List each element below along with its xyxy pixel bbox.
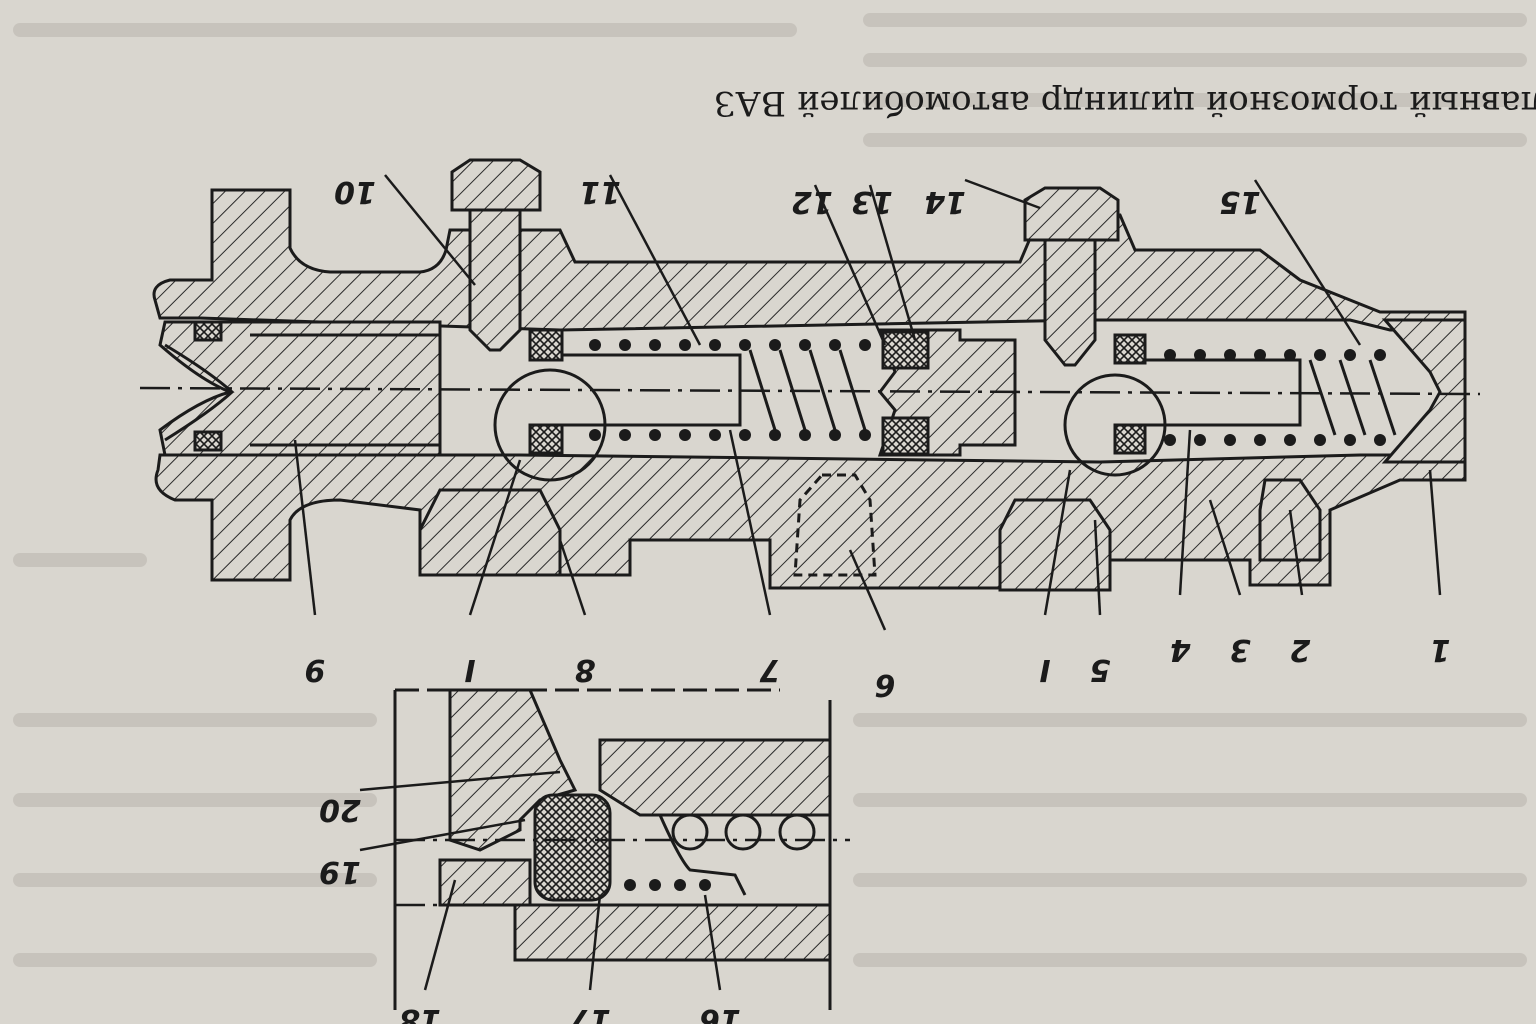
label-3: 3 [1230, 632, 1251, 667]
label-detail-I-right: I [1039, 652, 1050, 687]
label-7: 7 [759, 652, 780, 687]
label-2: 2 [1290, 632, 1311, 667]
label-9: 9 [305, 652, 326, 687]
label-18: 18 [399, 1002, 441, 1024]
detail-view [393, 688, 850, 1010]
label-13: 13 [851, 184, 893, 219]
springs [528, 328, 1397, 455]
label-19: 19 [319, 854, 361, 889]
label-15: 15 [1219, 184, 1261, 219]
label-detail-I-left: I [464, 652, 475, 687]
label-8: 8 [575, 652, 596, 687]
background-text [13, 13, 1527, 967]
label-16: 16 [699, 1002, 741, 1024]
spring-front [589, 339, 871, 441]
label-12: 12 [791, 184, 833, 219]
label-20: 20 [319, 792, 361, 827]
cylinder-body [139, 158, 1481, 592]
spring-rear [1164, 349, 1397, 446]
label-6: 6 [875, 667, 896, 702]
label-5: 5 [1090, 652, 1111, 687]
label-4: 4 [1170, 632, 1192, 667]
label-17: 17 [569, 1002, 611, 1024]
label-1: 1 [1430, 632, 1451, 667]
leader-lines [293, 174, 1442, 991]
label-11: 11 [579, 174, 621, 209]
part-labels: 1 2 3 4 5 I 6 7 8 I 9 10 11 12 13 14 15 … [305, 174, 1451, 1024]
figure-caption: Рис. 17.6. Сдвоенный главный тормозной ц… [714, 83, 1536, 123]
label-10: 10 [334, 174, 376, 209]
label-14: 14 [924, 184, 966, 219]
